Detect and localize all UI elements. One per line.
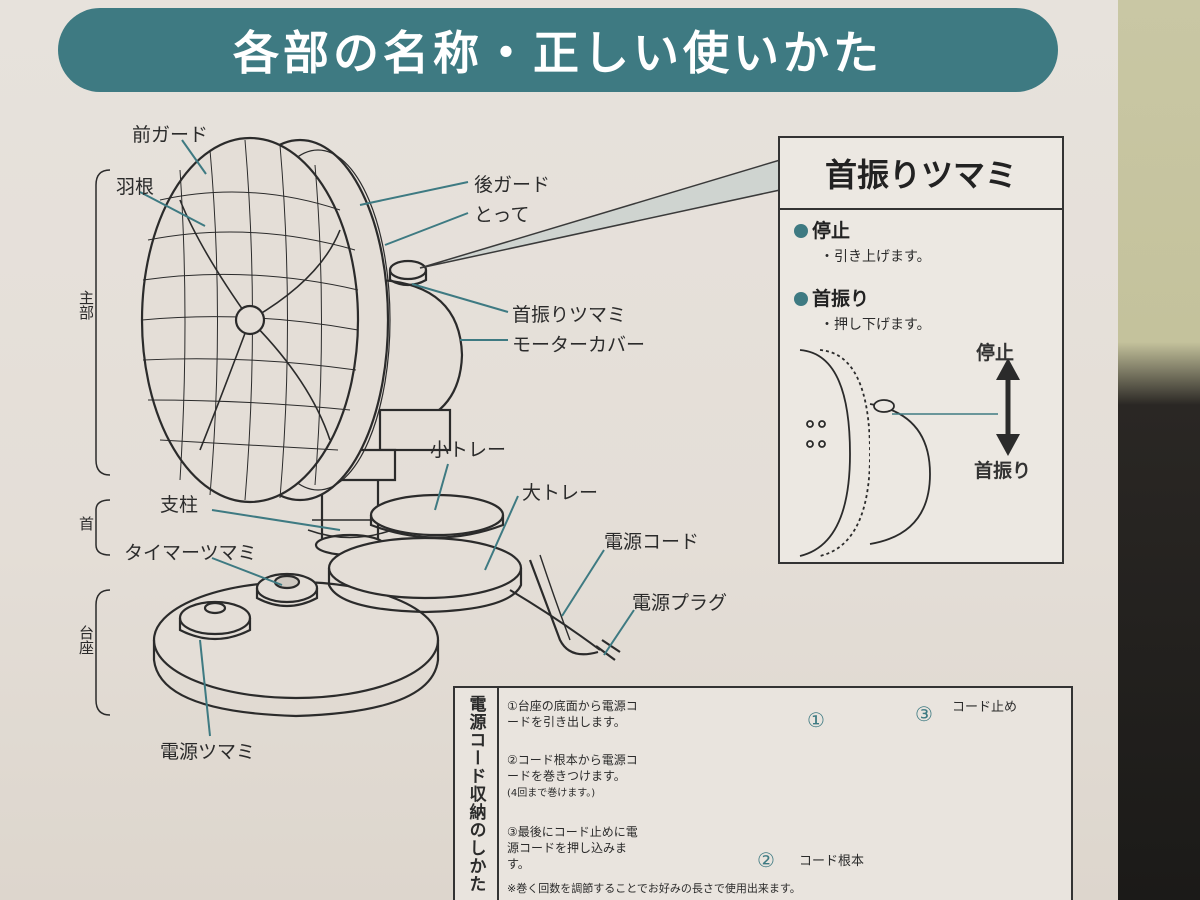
label-power-cord: 電源コード <box>604 531 700 553</box>
osc-heading-row: 首振り <box>794 284 869 311</box>
cord-step-1: ①台座の底面から電源コードを引き出します。 <box>507 699 638 729</box>
title-banner: 各部の名称・正しい使いかた <box>58 8 1058 92</box>
cord-step-2: ②コード根本から電源コードを巻きつけます。 (4回まで巻けます。) <box>507 752 642 802</box>
stop-desc: ・引き上げます。 <box>820 249 931 265</box>
bullet-dot-icon <box>794 224 808 238</box>
bullet-dot-icon <box>794 292 808 306</box>
label-small-tray: 小トレー <box>430 439 507 461</box>
label-blade: 羽根 <box>116 176 155 198</box>
up-down-arrow-icon <box>996 358 1020 456</box>
arrow-bottom-label: 首振り <box>974 460 1032 482</box>
label-power-knob: 電源ツマミ <box>160 741 256 763</box>
cord-stop-label: コード止め <box>952 700 1018 715</box>
label-rear-guard: 後ガード <box>474 174 551 196</box>
cord-step-2-text: ②コード根本から電源コードを巻きつけます。 <box>507 753 638 783</box>
cord-note: ※巻く回数を調節することでお好みの長さで使用出来ます。 <box>507 882 801 895</box>
osc-desc: ・押し下げます。 <box>820 317 931 333</box>
stop-heading: 停止 <box>812 220 851 242</box>
label-motor-cover: モーターカバー <box>512 334 646 356</box>
label-power-plug: 電源プラグ <box>632 592 728 614</box>
cord-step-3: ③最後にコード止めに電源コードを押し込みます。 <box>507 825 638 871</box>
step-number-2: ② <box>757 848 775 872</box>
cord-root-label: コード根本 <box>799 854 865 869</box>
stop-heading-row: 停止 <box>794 216 850 243</box>
section-neck: 首 <box>77 516 95 531</box>
page-title: 各部の名称・正しい使いかた <box>233 26 883 80</box>
label-timer-knob: タイマーツマミ <box>124 542 257 564</box>
oscillation-panel-title: 首振りツマミ <box>780 138 1062 210</box>
section-base: 台座 <box>77 625 95 655</box>
step-number-1: ① <box>807 708 825 732</box>
label-oscillation-knob: 首振りツマミ <box>512 304 627 326</box>
cord-storage-title: 電源コード収納のしかた <box>455 688 499 900</box>
label-front-guard: 前ガード <box>132 124 209 146</box>
arrow-top-label: 停止 <box>976 342 1015 364</box>
cord-storage-panel: 電源コード収納のしかた ①台座の底面から電源コードを引き出します。 ②コード根本… <box>453 686 1073 900</box>
background-edge <box>1118 0 1200 900</box>
cord-step-2-note: (4回まで巻けます。) <box>507 788 596 799</box>
oscillation-detail-drawing <box>799 349 1020 557</box>
label-pillar: 支柱 <box>160 494 199 516</box>
oscillation-knob-panel: 首振りツマミ 停止 ・引き上げます。 首振り ・押し下げます。 停止 首振り <box>778 136 1064 564</box>
label-handle: とって <box>474 204 530 226</box>
label-large-tray: 大トレー <box>522 482 599 504</box>
osc-heading: 首振り <box>812 288 870 310</box>
section-main: 主部 <box>77 290 95 320</box>
step-number-3: ③ <box>915 702 933 726</box>
